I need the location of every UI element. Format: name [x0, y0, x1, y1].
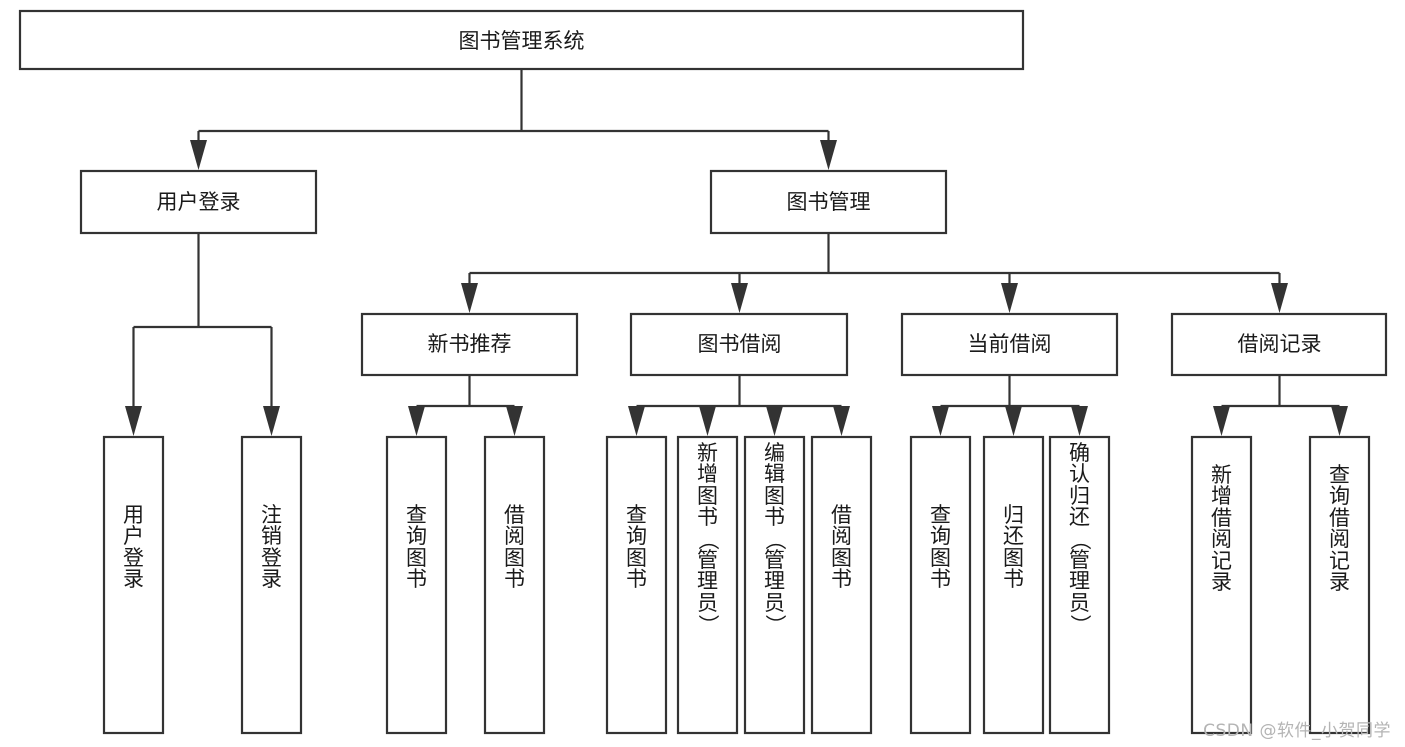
- connector-group-borrow-record-to-leaves: [1213, 375, 1348, 436]
- arrow-icon-leaf-query-record: [1331, 406, 1348, 436]
- node-new-book-recommend-box[interactable]: [360, 312, 579, 377]
- node-book-borrow[interactable]: 图书借阅: [629, 312, 849, 377]
- node-book-management-box[interactable]: [709, 169, 948, 235]
- arrow-icon-leaf-borrow-book-2: [833, 406, 850, 436]
- node-book-borrow-box[interactable]: [629, 312, 849, 377]
- node-leaf-borrow-book-1-box[interactable]: [483, 435, 546, 735]
- node-root-label: 图书管理系统: [459, 29, 585, 53]
- arrow-icon-leaf-query-book-1: [408, 406, 425, 436]
- arrow-icon-leaf-borrow-book-1: [506, 406, 523, 436]
- arrow-icon-book-borrow: [731, 283, 748, 313]
- node-book-management[interactable]: 图书管理: [709, 169, 948, 235]
- arrow-icon-borrow-record: [1271, 283, 1288, 313]
- node-leaf-add-book-box[interactable]: [676, 435, 739, 735]
- connector-group-root-to-level2: [190, 69, 837, 170]
- arrow-icon-leaf-edit-book: [766, 406, 783, 436]
- node-current-borrow-box[interactable]: [900, 312, 1119, 377]
- node-borrow-record-label: 借阅记录: [1238, 332, 1322, 356]
- connector-group-book-borrow-to-leaves: [628, 375, 850, 436]
- connector-group-book-management-to-level3: [461, 233, 1288, 313]
- node-borrow-record[interactable]: 借阅记录: [1170, 312, 1388, 377]
- node-leaf-query-book-1-box[interactable]: [385, 435, 448, 735]
- node-book-management-label: 图书管理: [787, 190, 871, 214]
- node-leaf-user-login-box[interactable]: [102, 435, 165, 735]
- connector-group-new-book-recommend-to-leaves: [408, 375, 523, 436]
- node-borrow-record-box[interactable]: [1170, 312, 1388, 377]
- node-leaf-query-book-2-box[interactable]: [605, 435, 668, 735]
- node-user-login[interactable]: 用户登录: [79, 169, 318, 235]
- arrow-icon-book-management: [820, 140, 837, 170]
- node-book-borrow-label: 图书借阅: [698, 332, 782, 356]
- node-leaf-add-record-box[interactable]: [1190, 435, 1253, 735]
- arrow-icon-current-borrow: [1001, 283, 1018, 313]
- node-leaf-borrow-book-2-box[interactable]: [810, 435, 873, 735]
- node-current-borrow[interactable]: 当前借阅: [900, 312, 1119, 377]
- node-leaf-return-book-box[interactable]: [982, 435, 1045, 735]
- arrow-icon-new-book-recommend: [461, 283, 478, 313]
- arrow-icon-user-login: [190, 140, 207, 170]
- node-user-login-box[interactable]: [79, 169, 318, 235]
- arrow-icon-leaf-user-login: [125, 406, 142, 436]
- node-leaf-confirm-return-box[interactable]: [1048, 435, 1111, 735]
- node-new-book-recommend-label: 新书推荐: [428, 332, 512, 356]
- node-root[interactable]: 图书管理系统: [18, 9, 1025, 71]
- arrow-icon-leaf-add-book: [699, 406, 716, 436]
- arrow-icon-leaf-add-record: [1213, 406, 1230, 436]
- connector-group-user-login-to-leaves: [125, 233, 280, 436]
- node-leaf-query-book-3-box[interactable]: [909, 435, 972, 735]
- connector-group-current-borrow-to-leaves: [932, 375, 1088, 436]
- arrow-icon-leaf-return-book: [1005, 406, 1022, 436]
- node-leaf-query-record-box[interactable]: [1308, 435, 1371, 735]
- node-user-login-label: 用户登录: [157, 190, 241, 214]
- node-leaf-user-logout-box[interactable]: [240, 435, 303, 735]
- leaf-box-group: [102, 435, 1371, 735]
- arrow-icon-leaf-confirm-return: [1071, 406, 1088, 436]
- arrow-icon-leaf-query-book-3: [932, 406, 949, 436]
- node-current-borrow-label: 当前借阅: [968, 332, 1052, 356]
- node-root-box[interactable]: [18, 9, 1025, 71]
- node-new-book-recommend[interactable]: 新书推荐: [360, 312, 579, 377]
- node-leaf-edit-book-box[interactable]: [743, 435, 806, 735]
- arrow-icon-leaf-user-logout: [263, 406, 280, 436]
- arrow-icon-leaf-query-book-2: [628, 406, 645, 436]
